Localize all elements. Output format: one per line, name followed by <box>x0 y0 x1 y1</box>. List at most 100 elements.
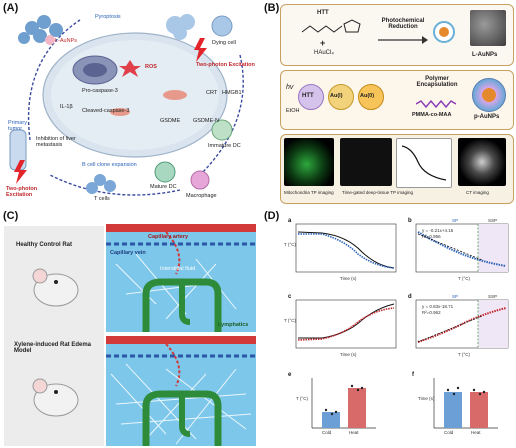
b-etoh-label: EtOH <box>286 108 300 114</box>
b-pmma-chain <box>416 100 456 108</box>
a-primary-tumor-label: Primary tumor <box>8 120 27 132</box>
c-rat-top <box>32 268 79 307</box>
d-e-plot <box>311 378 376 429</box>
a-cleaved-caspase-label: Cleaved-caspase-3 <box>82 108 130 114</box>
d-e-ylabel: T (°C) <box>296 396 308 401</box>
b-au1-label: Au(I) <box>330 93 343 99</box>
d-d-plot <box>415 299 509 349</box>
b-tem-image <box>470 10 506 46</box>
b-p-aunp-particle <box>472 78 506 112</box>
d-b-letter: b <box>408 218 412 224</box>
a-two-photon-bottom-label: Two-photon Excitation <box>6 186 38 198</box>
a-gsdme-label: GSDME <box>160 118 181 124</box>
d-b-xlabel: T (°C) <box>458 276 470 281</box>
c-healthy-label: Healthy Control Rat <box>16 242 73 248</box>
d-d-eq: y = 0.83x-18.71 <box>422 304 454 309</box>
c-interstitial-label: Interstitial fluid <box>160 266 196 272</box>
a-immature-dc-label: Immature DC <box>208 143 241 149</box>
b-mito-image <box>284 138 334 186</box>
c-vessels <box>106 224 256 446</box>
panel-a-label: (A) <box>3 2 19 14</box>
panel-b: (B) HTT + HAuCl₄ Photochemical Reduction… <box>262 0 516 205</box>
b-mito-label: Mitochondria TP imaging <box>284 190 334 195</box>
d-c-xlabel: Time (s) <box>340 352 357 357</box>
d-e-cat-heat: Heat <box>349 430 359 435</box>
c-capillary-artery-label: Capillary artery <box>148 234 189 240</box>
d-d-xlabel: T (°C) <box>458 352 470 357</box>
a-inhibition-label: Inhibition of liver metastasis <box>36 136 76 148</box>
d-a-xlabel: Time (s) <box>340 276 357 281</box>
a-pro-caspase-label: Pro-caspase-3 <box>82 88 118 94</box>
a-l-aunps-label: L-AuNPs <box>55 38 78 44</box>
a-mature-dc-label: Mature DC <box>150 184 177 190</box>
d-f-letter: f <box>412 372 414 378</box>
b-ct-image <box>458 138 506 186</box>
a-gsdme-n-label: GSDME-N <box>193 118 219 124</box>
d-f-plot <box>433 378 498 429</box>
d-d-r2: R²=0.962 <box>422 310 441 315</box>
c-capillary-vein-label: Capillary vein <box>110 250 146 256</box>
d-a-letter: a <box>288 218 292 224</box>
d-e-bar-heat <box>348 388 366 428</box>
d-b-r2: R²=0.956 <box>422 234 441 239</box>
panel-c-label: (C) <box>3 210 19 222</box>
a-macrophage-label: Macrophage <box>186 193 217 199</box>
a-b-cell-label: B cell clone expansion <box>82 162 137 168</box>
b-hv-label: hv <box>286 84 294 91</box>
b-htt-label: HTT <box>317 10 329 16</box>
d-f-bar-heat <box>470 392 488 428</box>
d-a-ylabel: T (°C) <box>284 242 296 247</box>
d-f-cat-heat: Heat <box>471 430 481 435</box>
panel-d-label: (D) <box>264 210 280 222</box>
c-rat-bottom <box>32 378 79 417</box>
panel-c: (C) Healthy Control Rat Xylene-induced R… <box>0 210 258 448</box>
c-lymphatics-label: Lymphatics <box>218 322 249 328</box>
b-polymer-label: Polymer Encapsulation <box>416 76 458 88</box>
a-t-cells-label: T cells <box>94 196 110 202</box>
b-l-aunps-label: L-AuNPs <box>472 52 498 58</box>
c-xylene-label: Xylene-induced Rat Edema Model <box>14 342 92 354</box>
d-b-sp: SP <box>452 218 459 223</box>
d-c-plot <box>295 299 397 349</box>
b-htt-structure <box>301 19 361 33</box>
d-f-ylabel: Time (s) <box>418 396 435 401</box>
a-dying-cell-label: Dying cell <box>212 40 236 46</box>
b-pmma-label: PMMA-co-MAA <box>412 112 452 118</box>
b-photochemical-label: Photochemical Reduction <box>381 18 425 30</box>
d-d-sp: SP <box>452 294 459 299</box>
b-p-aunps-label: p-AuNPs <box>474 114 500 120</box>
b-au0-label: Au(0) <box>360 93 375 99</box>
d-b-plot <box>415 223 509 273</box>
b-haucl-label: HAuCl₄ <box>314 50 334 56</box>
d-e-bar-cold <box>322 412 340 428</box>
a-two-photon-top-label: Two-photon Excitation <box>196 62 255 68</box>
d-e-letter: e <box>288 372 292 378</box>
b-au1-circle <box>328 84 354 110</box>
b-time-gated-label: Time-gated deep-tissue TP imaging <box>342 190 413 195</box>
b-ct-label: CT imaging <box>466 190 489 195</box>
a-ros-label: ROS <box>145 64 157 70</box>
a-il-label: IL-1β <box>60 104 73 110</box>
b-l-aunp-particle <box>433 21 455 43</box>
d-d-letter: d <box>408 294 412 300</box>
panel-b-label: (B) <box>264 2 280 14</box>
d-f-bar-cold <box>444 392 462 428</box>
b-au0-circle <box>358 84 384 110</box>
d-e-cat-cold: Cold <box>322 430 332 435</box>
d-c-letter: c <box>288 294 292 300</box>
b-decay-curve <box>401 145 447 181</box>
b-htt-circle <box>298 84 324 110</box>
panel-a-illustration <box>9 14 244 196</box>
d-b-ssp: SSP <box>488 218 498 223</box>
a-crt-label: CRT <box>206 90 218 96</box>
a-pyroptosis-label: Pyroptosis <box>95 14 121 20</box>
d-c-ylabel: T (°C) <box>284 318 296 323</box>
d-b-eq: y = -0.21x+4.15 <box>422 228 454 233</box>
b-time-gated-image <box>340 138 392 186</box>
a-hmgb1-label: HMGB1 <box>222 90 242 96</box>
b-htt-circle-label: HTT <box>302 93 314 99</box>
panel-a: (A) <box>0 0 258 205</box>
d-f-cat-cold: Cold <box>444 430 454 435</box>
d-a-plot <box>295 223 397 273</box>
b-plus: + <box>320 38 326 48</box>
